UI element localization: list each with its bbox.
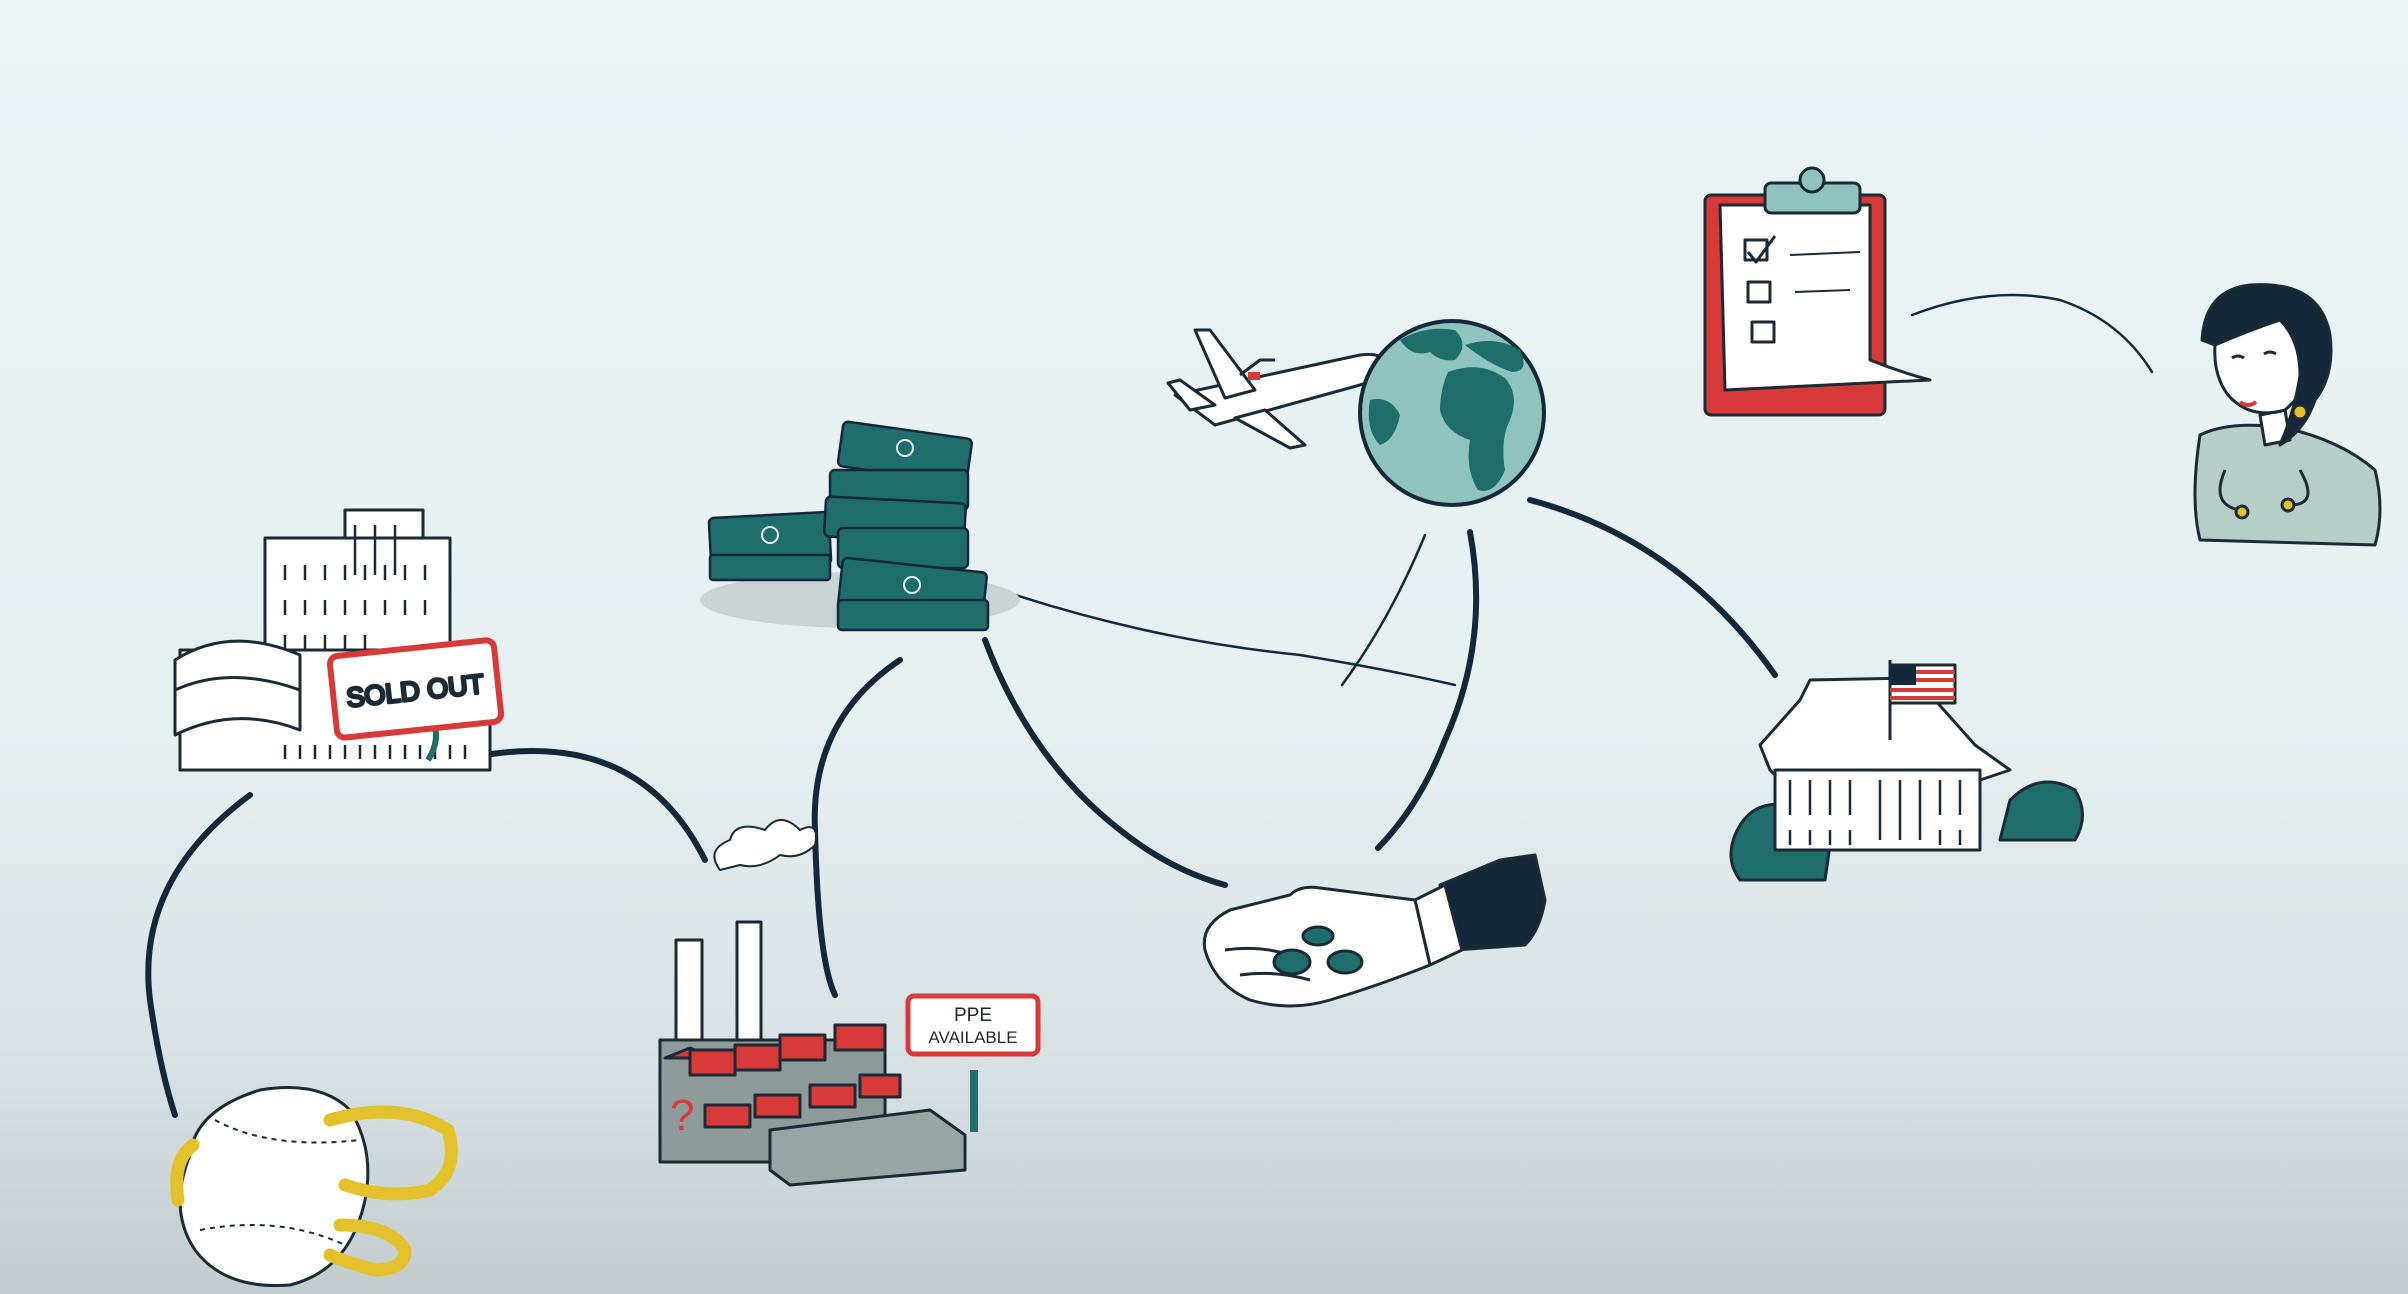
factory-question-mark: ?: [670, 1091, 694, 1140]
healthcare-worker: [2193, 283, 2382, 547]
airplane: [1166, 328, 1387, 450]
mask-strap-bottom: [323, 1218, 412, 1277]
coin: [1326, 949, 1364, 975]
thin-line-money-to-globe: [998, 588, 1457, 687]
suit-sleeve: [1438, 853, 1547, 952]
white-house: [1729, 660, 2084, 882]
curve-hospital-to-mask: [145, 792, 253, 1118]
thin-line-globe-down: [1340, 533, 1427, 687]
curve-globe-to-capitol: [1527, 497, 1778, 678]
ppe-available-sign: PPE AVAILABLE: [905, 993, 1041, 1132]
globe-icon: [1358, 319, 1546, 507]
factory: ? PPE AVAILABLE: [658, 819, 1041, 1187]
hospital-building: SOLD OUT: [173, 508, 505, 772]
sold-out-sign: SOLD OUT: [326, 637, 505, 741]
mask-strap-top: [323, 1105, 458, 1201]
hand-with-coins: [1202, 853, 1547, 1008]
ppe-sign-line2: AVAILABLE: [928, 1028, 1017, 1047]
curve-money-to-hand: [982, 637, 1228, 888]
hospital-windows: [283, 525, 467, 759]
curve-globe-to-hand: [1375, 529, 1480, 851]
curve-money-to-factory: [811, 657, 903, 998]
us-flag-icon: [1888, 663, 1957, 705]
lips: [2238, 400, 2258, 407]
thin-line-clipboard-to-doctor: [1910, 293, 2154, 374]
ppe-sign-line1: PPE: [954, 1005, 992, 1026]
coin: [1301, 925, 1335, 947]
coin: [1272, 948, 1312, 976]
n95-mask: [170, 1086, 458, 1288]
curve-hospital-to-factory: [482, 748, 708, 863]
checkmark-icon: [1746, 235, 1777, 264]
money-stacks: [700, 420, 1020, 632]
factory-smoke: [713, 819, 817, 871]
clipboard: [1703, 166, 1932, 417]
